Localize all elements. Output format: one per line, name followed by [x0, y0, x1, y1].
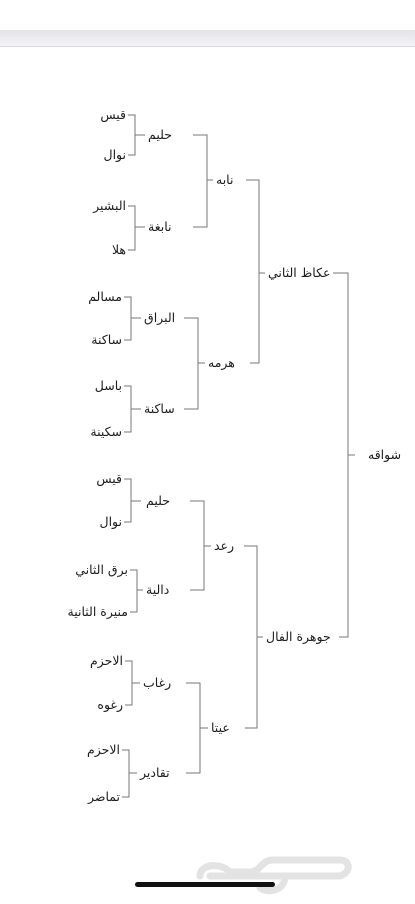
node-l4-10: نوال: [100, 514, 123, 530]
node-l4-7: باسل: [95, 378, 122, 393]
node-l3-6: دالية: [146, 582, 169, 597]
node-l3-4: ساكنة: [144, 401, 175, 416]
home-indicator[interactable]: [135, 882, 275, 887]
haraj-watermark-logo: [196, 856, 352, 895]
node-paternal-grandsire: نابه: [216, 172, 233, 187]
node-maternal-grandsire: رعد: [214, 538, 234, 554]
node-root: شواقه: [368, 447, 401, 463]
node-dam: جوهرة الفال: [266, 629, 331, 645]
node-l3-1: حليم: [148, 127, 172, 143]
node-sire: عكاظ الثاني: [268, 265, 330, 280]
node-l4-12: منيرة الثانية: [68, 604, 128, 620]
node-l4-1: قيس: [100, 107, 126, 123]
node-l4-11: برق الثاني: [75, 562, 128, 578]
node-l4-4: هلا: [112, 242, 126, 257]
node-l3-3: البراق: [144, 310, 175, 326]
node-l4-5: مسالم: [88, 289, 122, 305]
node-l3-5: حليم: [146, 493, 170, 509]
node-l4-15: الاحزم: [87, 742, 120, 758]
node-l4-6: ساكنة: [91, 332, 122, 347]
node-l3-2: نابغة: [148, 219, 172, 234]
node-maternal-granddam: عيتا: [211, 720, 230, 735]
node-l3-8: تقادير: [139, 765, 170, 781]
status-bar-strip: [0, 30, 415, 47]
node-l4-14: رغوه: [97, 697, 123, 713]
node-paternal-granddam: هرمه: [208, 355, 235, 371]
node-l4-9: قيس: [96, 471, 122, 487]
node-l4-16: تماضر: [87, 789, 121, 805]
node-l4-8: سكينة: [90, 424, 122, 439]
node-l4-3: البشير: [92, 198, 126, 214]
node-l3-7: رغاب: [143, 675, 171, 691]
node-l4-13: الاحزم: [90, 653, 123, 669]
tree-connectors: [122, 114, 355, 798]
node-l4-2: نوال: [104, 147, 127, 163]
